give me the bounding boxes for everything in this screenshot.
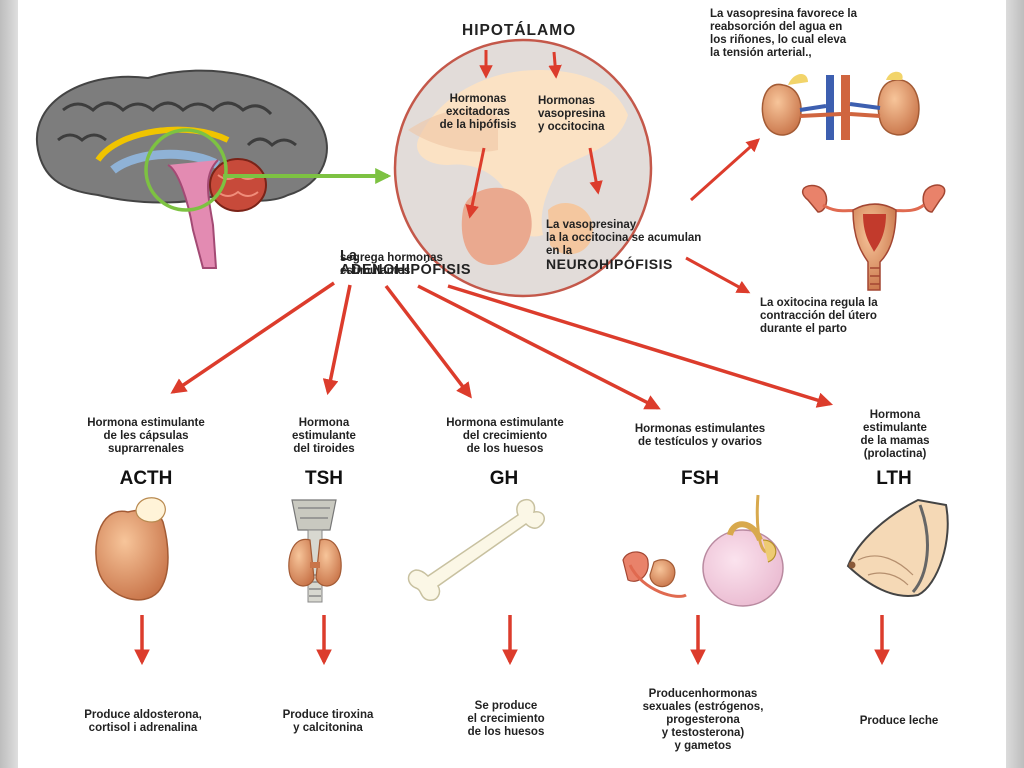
hormones-exciting-label: Hormonas excitadoras de la hipófisis [439,93,517,131]
hypothalamus-title: HIPOTÁLAMO [462,22,577,39]
down-arrows [134,615,890,666]
brain-icon [35,69,328,269]
gonads-icon [622,494,784,607]
gh-description: Hormona estimulante del crecimiento de l… [446,417,564,455]
fsh-description: Hormonas estimulantes de testículos y ov… [634,423,766,448]
lth-code: LTH [876,468,912,489]
adeno-secretes-label: segrega hormonas estimulantes [340,252,443,277]
adeno-prefix: La [340,248,357,264]
tsh-code: TSH [305,468,343,489]
gh-code: GH [489,468,519,489]
kidneys-icon [761,71,920,140]
uterus-icon [801,184,946,291]
hormones-vasopressin-label: Hormonas vasopresina y occitocina [538,95,606,133]
accumulate-text: La vasopresinay la la occitocina se acum… [546,219,702,257]
adenohypophysis-label: La ADENOHIPÓFISIS [340,235,540,278]
gh-effect: Se produce el crecimiento de los huesos [467,700,545,738]
adeno-arrows [170,281,834,410]
arrow-to-uterus [685,256,751,294]
oxytocin-effect-text: La oxitocina regula la contracción del ú… [760,297,878,335]
arrow-to-kidneys [689,138,761,202]
neurohypophysis-label: NEUROHIPÓFISIS [546,256,673,272]
acth-description: Hormona estimulante de les cápsulas supr… [87,417,205,455]
acth-code: ACTH [119,468,173,489]
vasopressin-effect-text: La vasopresina favorece la reabsorción d… [710,8,858,59]
accumulate-label: La vasopresinay la la occitocina se acum… [546,206,776,273]
pituitary-circle [393,38,653,298]
thyroid-icon [288,499,342,603]
mammary-gland-icon [846,498,949,597]
lth-description: Hormona estimulante de la mamas (prolact… [860,409,930,460]
bone-icon [407,498,545,601]
acth-effect: Produce aldosterona, cortisol i adrenali… [84,709,202,734]
adrenal-gland-icon [95,497,169,601]
tsh-effect: Produce tiroxina y calcitonina [282,709,374,734]
fsh-code: FSH [681,468,719,489]
adeno-title: ADENOHIPÓFISIS [340,262,472,278]
tsh-description: Hormona estimulante del tiroides [292,417,356,455]
slide: HIPOTÁLAMO Hormonas excitadoras de la hi… [18,0,1006,768]
lth-effect: Produce leche [859,715,939,727]
fsh-effect: Producenhormonas sexuales (estrógenos, p… [642,688,764,752]
